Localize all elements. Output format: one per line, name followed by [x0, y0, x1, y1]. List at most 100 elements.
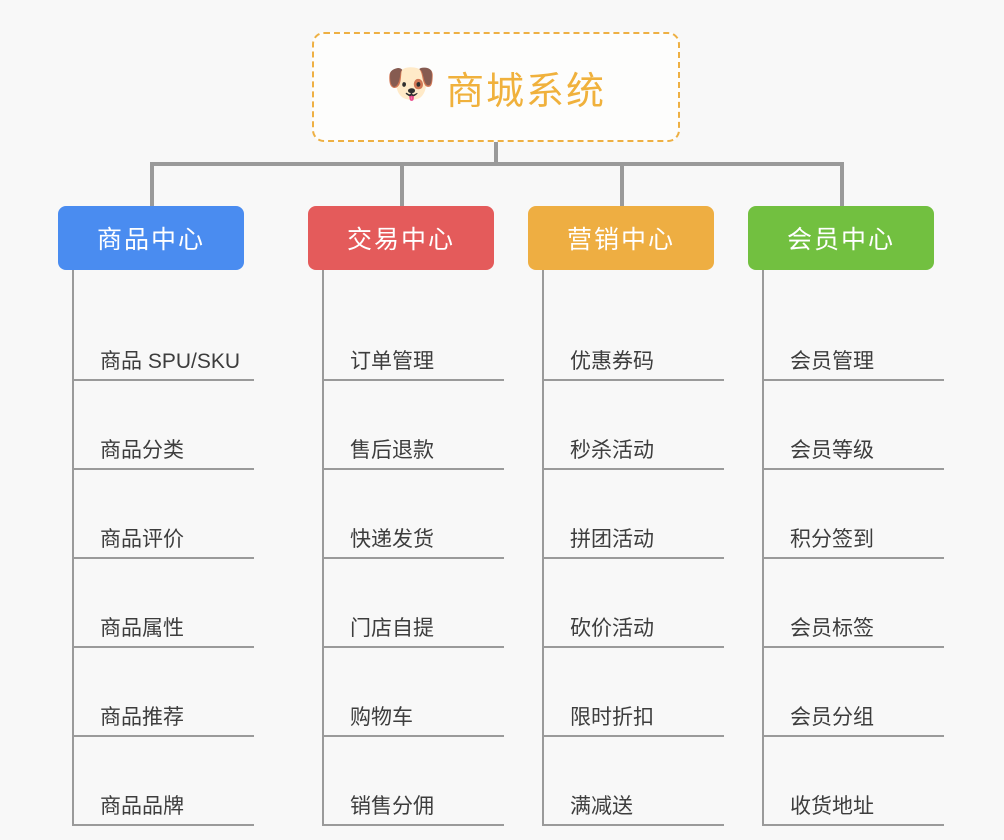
leaf-item[interactable]: 商品评价	[72, 470, 254, 559]
leaf-item[interactable]: 门店自提	[322, 559, 504, 648]
column-body-member-center: 会员管理会员等级积分签到会员标签会员分组收货地址	[762, 270, 944, 826]
leaf-item-rule	[322, 557, 504, 559]
category-header-product-center[interactable]: 商品中心	[58, 206, 244, 270]
leaf-item-rule	[322, 646, 504, 648]
leaf-item[interactable]: 购物车	[322, 648, 504, 737]
category-header-label: 交易中心	[346, 226, 455, 254]
leaf-item-rule	[542, 468, 724, 470]
category-header-label: 会员中心	[786, 226, 895, 254]
leaf-item-label: 商品属性	[100, 616, 184, 640]
leaf-item-label: 商品品牌	[100, 794, 184, 818]
leaf-item[interactable]: 积分签到	[762, 470, 944, 559]
column-member-center: 会员中心会员管理会员等级积分签到会员标签会员分组收货地址	[748, 206, 944, 826]
column-body-marketing-center: 优惠券码秒杀活动拼团活动砍价活动限时折扣满减送	[542, 270, 724, 826]
leaf-item-rule	[542, 646, 724, 648]
connector-trunk-marketing-center	[542, 270, 544, 826]
leaf-item-rule	[542, 735, 724, 737]
leaf-item[interactable]: 优惠券码	[542, 292, 724, 381]
leaf-item[interactable]: 订单管理	[322, 292, 504, 381]
leaf-item-rule	[72, 735, 254, 737]
leaf-item-rule	[762, 824, 944, 826]
leaf-item-rule	[542, 824, 724, 826]
leaf-item-rule	[322, 824, 504, 826]
column-body-trade-center: 订单管理售后退款快递发货门店自提购物车销售分佣	[322, 270, 504, 826]
leaf-item-label: 商品评价	[100, 527, 184, 551]
leaf-item[interactable]: 会员管理	[762, 292, 944, 381]
root-title: 商城系统	[445, 70, 606, 113]
leaf-item-label: 收货地址	[790, 794, 874, 818]
leaf-item-rule	[542, 379, 724, 381]
leaf-item-rule	[762, 646, 944, 648]
leaf-item[interactable]: 售后退款	[322, 381, 504, 470]
leaf-item[interactable]: 商品推荐	[72, 648, 254, 737]
leaf-item[interactable]: 秒杀活动	[542, 381, 724, 470]
leaf-item-label: 会员分组	[790, 705, 874, 729]
dog-face-icon: 🐶	[385, 62, 436, 106]
leaf-item-rule	[762, 468, 944, 470]
leaf-item[interactable]: 限时折扣	[542, 648, 724, 737]
leaf-item-rule	[72, 646, 254, 648]
column-marketing-center: 营销中心优惠券码秒杀活动拼团活动砍价活动限时折扣满减送	[528, 206, 724, 826]
leaf-item-label: 会员等级	[790, 438, 874, 462]
leaf-item[interactable]: 拼团活动	[542, 470, 724, 559]
leaf-item-label: 限时折扣	[570, 705, 654, 729]
leaf-item[interactable]: 收货地址	[762, 737, 944, 826]
leaf-item[interactable]: 满减送	[542, 737, 724, 826]
leaf-item-label: 优惠券码	[570, 349, 654, 373]
category-header-marketing-center[interactable]: 营销中心	[528, 206, 714, 270]
connector-trunk-member-center	[762, 270, 764, 826]
leaf-item-label: 门店自提	[350, 616, 434, 640]
leaf-item[interactable]: 销售分佣	[322, 737, 504, 826]
leaf-item-rule	[72, 557, 254, 559]
leaf-item[interactable]: 商品属性	[72, 559, 254, 648]
connector-drop-member-center	[840, 162, 844, 206]
category-header-label: 营销中心	[566, 226, 675, 254]
leaf-item-label: 商品分类	[100, 438, 184, 462]
root-node[interactable]: 🐶 商城系统	[312, 32, 680, 142]
leaf-item[interactable]: 会员标签	[762, 559, 944, 648]
leaf-item[interactable]: 快递发货	[322, 470, 504, 559]
leaf-item-label: 满减送	[570, 794, 633, 818]
leaf-item-label: 快递发货	[350, 527, 434, 551]
leaf-item[interactable]: 商品分类	[72, 381, 254, 470]
leaf-item-label: 会员管理	[790, 349, 874, 373]
leaf-item[interactable]: 商品 SPU/SKU	[72, 292, 254, 381]
category-header-member-center[interactable]: 会员中心	[748, 206, 934, 270]
category-header-trade-center[interactable]: 交易中心	[308, 206, 494, 270]
leaf-item-label: 砍价活动	[570, 616, 654, 640]
leaf-item-rule	[322, 379, 504, 381]
leaf-item-label: 售后退款	[350, 438, 434, 462]
connector-trunk-product-center	[72, 270, 74, 826]
category-header-label: 商品中心	[96, 226, 205, 254]
connector-drop-trade-center	[400, 162, 404, 206]
leaf-item-label: 拼团活动	[570, 527, 654, 551]
connector-stem	[494, 142, 498, 164]
leaf-item-label: 订单管理	[350, 349, 434, 373]
leaf-item-label: 购物车	[350, 705, 413, 729]
leaf-item-label: 商品推荐	[100, 705, 184, 729]
connector-drop-product-center	[150, 162, 154, 206]
leaf-item[interactable]: 商品品牌	[72, 737, 254, 826]
leaf-item-label: 商品 SPU/SKU	[100, 349, 241, 373]
leaf-item-rule	[72, 379, 254, 381]
leaf-item-label: 会员标签	[790, 616, 874, 640]
connector-trunk-trade-center	[322, 270, 324, 826]
column-trade-center: 交易中心订单管理售后退款快递发货门店自提购物车销售分佣	[308, 206, 504, 826]
leaf-item-rule	[322, 735, 504, 737]
leaf-item-rule	[322, 468, 504, 470]
connector-drop-marketing-center	[620, 162, 624, 206]
leaf-item-rule	[762, 735, 944, 737]
column-body-product-center: 商品 SPU/SKU 商品分类商品评价商品属性商品推荐商品品牌	[72, 270, 254, 826]
leaf-item-label: 销售分佣	[350, 794, 434, 818]
leaf-item[interactable]: 会员分组	[762, 648, 944, 737]
leaf-item-rule	[542, 557, 724, 559]
leaf-item-rule	[762, 379, 944, 381]
leaf-item[interactable]: 砍价活动	[542, 559, 724, 648]
leaf-item-label: 积分签到	[790, 527, 874, 551]
leaf-item-rule	[762, 557, 944, 559]
leaf-item[interactable]: 会员等级	[762, 381, 944, 470]
connector-bus	[150, 162, 840, 166]
leaf-item-label: 秒杀活动	[570, 438, 654, 462]
column-product-center: 商品中心商品 SPU/SKU 商品分类商品评价商品属性商品推荐商品品牌	[58, 206, 254, 826]
